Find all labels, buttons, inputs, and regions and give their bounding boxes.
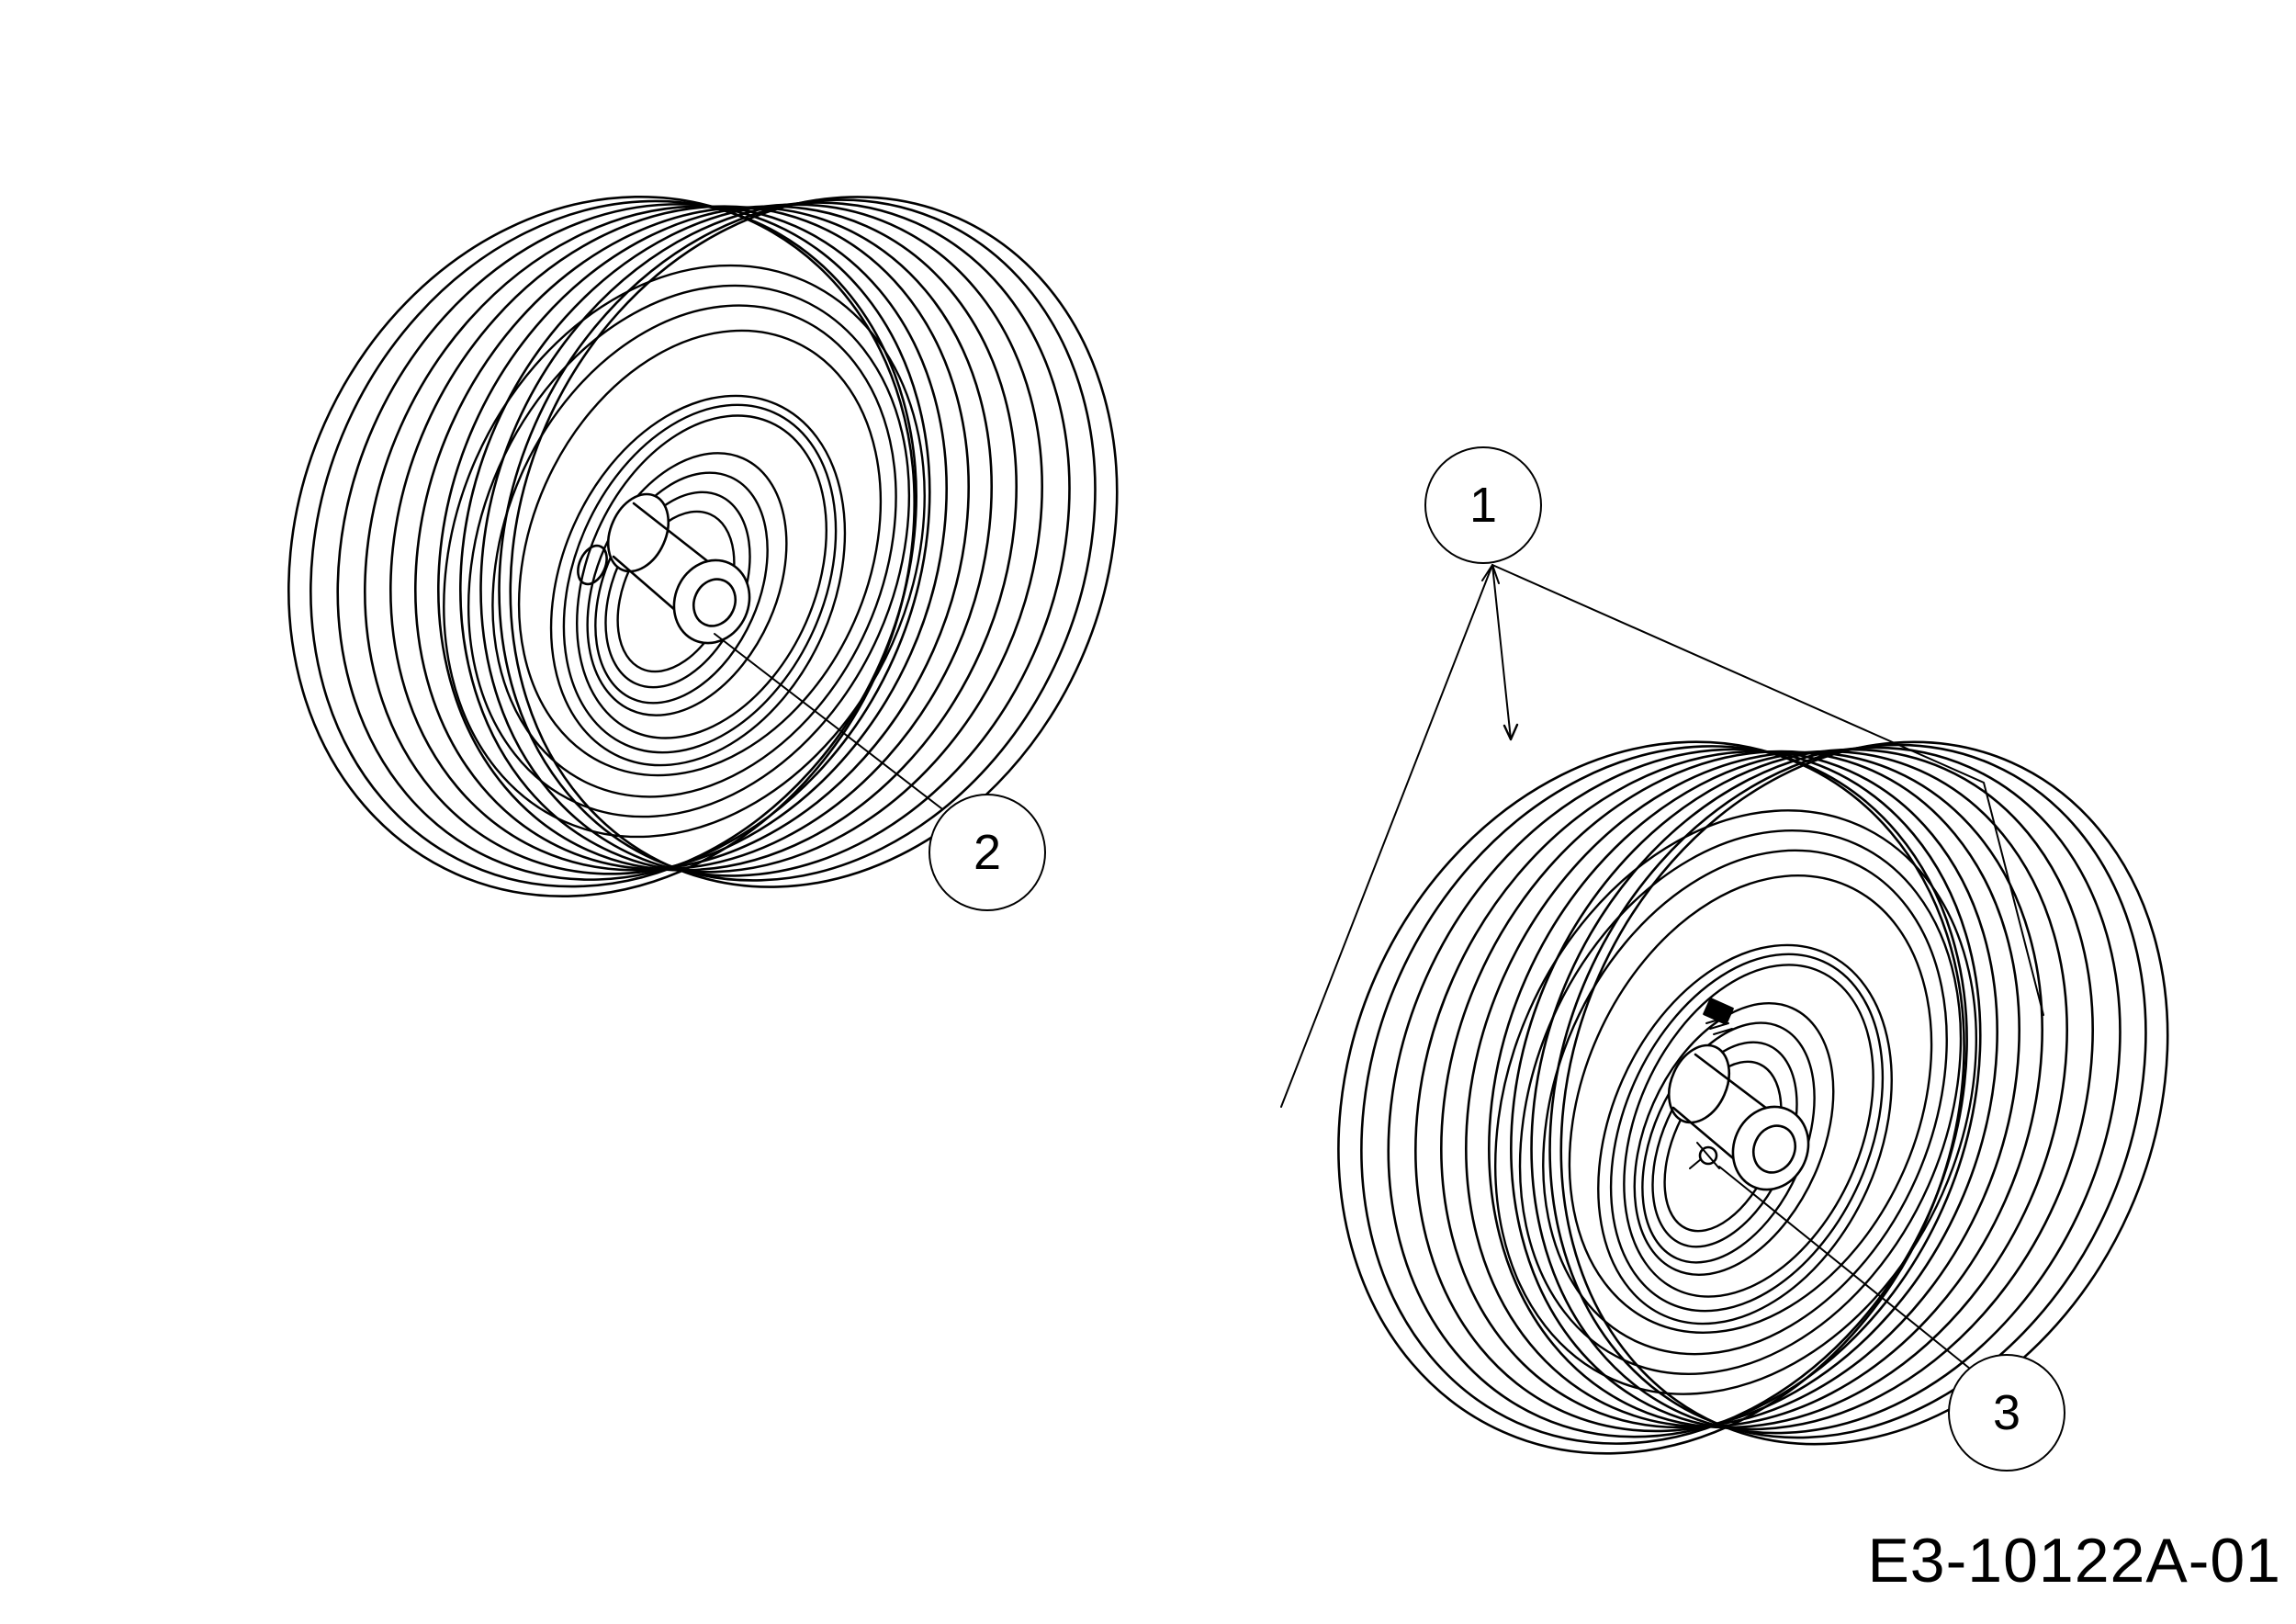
callout-3-label: 3 [1993,1385,2020,1440]
leader-1-center [1491,564,1512,740]
leader-3 [1718,1166,1971,1370]
leader-1-right [1491,564,2044,1016]
wheel-left-tire [287,195,1119,898]
wheel-right-sidewall [1494,809,1977,1395]
wheel-right [1337,740,2169,1455]
leader-1-left [1280,564,1493,1108]
wheel-left-sidewall [443,264,926,839]
callout-2-label: 2 [974,825,1001,880]
callout-2-circle [929,794,1046,911]
wheel-left-hub [577,492,751,645]
drawing-number: E3-10122A-01 [1867,1526,2281,1596]
callout-2: 2 [929,794,1046,911]
wheel-left [287,195,1119,898]
arrow-1-split [1481,564,1500,584]
callout-1-label: 1 [1469,478,1497,533]
leader-lines [714,564,2044,1370]
arrow-1-center [1503,723,1519,741]
callout-1: 1 [1424,446,1542,564]
callout-1-circle [1424,446,1542,564]
callout-3: 3 [1948,1354,2065,1472]
wheel-right-hub [1667,998,1810,1191]
wheel-right-tire [1337,740,2169,1455]
leader-2 [714,633,942,809]
callout-3-circle [1948,1354,2065,1472]
